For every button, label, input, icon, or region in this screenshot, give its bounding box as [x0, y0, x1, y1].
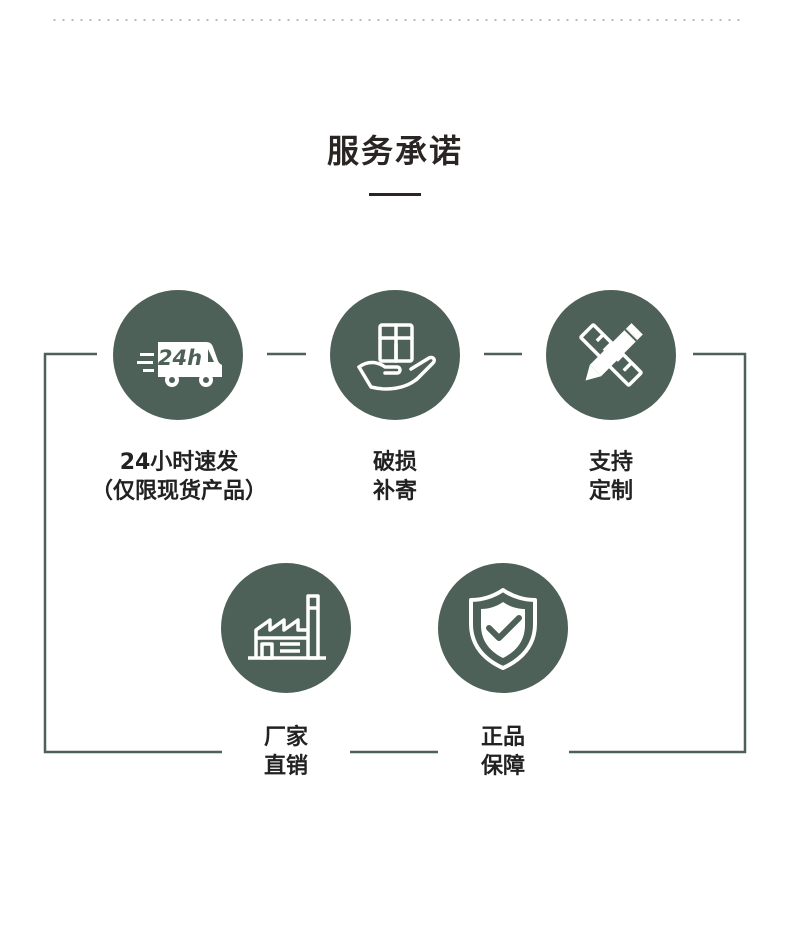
service-custom-line2: 定制	[588, 479, 633, 504]
delivery-truck-24h-icon: 24h	[137, 342, 222, 387]
frame-right-segment	[569, 352, 747, 754]
frame-left-segment	[43, 352, 222, 754]
service-delivery-line1: 24小时速发	[119, 450, 239, 475]
service-authentic-line2: 保障	[480, 754, 525, 779]
factory-icon	[248, 594, 326, 660]
service-reship-line1: 破损	[372, 450, 417, 475]
icon-24h-text: 24h	[158, 346, 202, 370]
service-delivery-circle: 24h	[113, 290, 243, 420]
hand-holding-box-icon	[357, 323, 436, 391]
service-custom-circle	[546, 290, 676, 420]
service-factory-circle	[221, 563, 351, 693]
service-reship-circle	[330, 290, 460, 420]
service-reship-label: 破损 补寄	[275, 448, 515, 506]
service-authentic-label: 正品 保障	[383, 723, 623, 781]
service-delivery-line2: （仅限现货产品）	[90, 479, 267, 504]
title-underline	[369, 193, 421, 196]
service-custom-line1: 支持	[588, 450, 633, 475]
service-custom-label: 支持 定制	[491, 448, 731, 506]
service-delivery-label: 24小时速发 （仅限现货产品）	[59, 448, 299, 506]
dotted-divider	[50, 19, 740, 21]
service-factory-label: 厂家 直销	[166, 723, 406, 781]
service-reship-line2: 补寄	[372, 479, 417, 504]
pencil-ruler-icon	[579, 323, 643, 387]
page-title: 服务承诺	[326, 132, 463, 170]
service-authentic-circle	[438, 563, 568, 693]
service-factory-line2: 直销	[263, 754, 308, 779]
service-factory-line1: 厂家	[263, 725, 308, 750]
shield-check-icon	[469, 588, 537, 670]
service-authentic-line1: 正品	[480, 725, 525, 750]
